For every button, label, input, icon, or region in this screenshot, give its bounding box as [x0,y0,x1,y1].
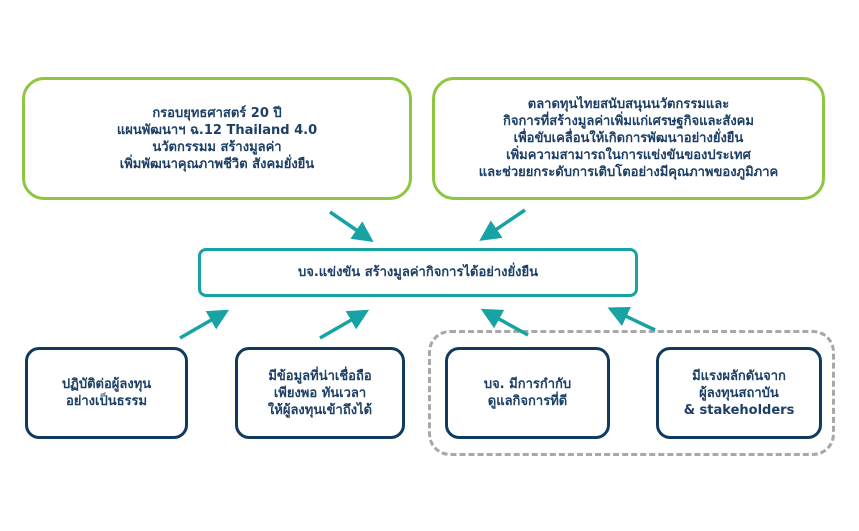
text-line: นวัตกรรมม สร้างมูลค่า [152,139,282,155]
external-pressure-group [428,330,835,456]
strategy-box: กรอบยุทธศาสตร์ 20 ปี แผนพัฒนาฯ ฉ.12 Thai… [22,77,412,200]
text-line: ปฏิบัติต่อผู้ลงทุน [61,377,152,392]
text-line: และช่วยยกระดับการเติบโตอย่างมีคุณภาพของภ… [478,165,779,180]
text-line: เพิ่มความสามารถในการแข่งขันของประเทศ [506,148,751,163]
arrow-top-left [329,210,374,242]
text-line: บจ. มีการกำกับ [483,377,572,392]
central-goal-text: บจ.แข่งขัน สร้างมูลค่ากิจการได้อย่างยั่ง… [298,265,538,280]
text-line: เพื่อขับเคลื่อนให้เกิดการพัฒนาอย่างยั่งย… [513,131,744,146]
arrow-bottom-2 [319,309,370,340]
arrow-bottom-1 [179,309,230,340]
fair-treatment-box: ปฏิบัติต่อผู้ลงทุน อย่างเป็นธรรม [25,347,188,439]
text-line: กรอบยุทธศาสตร์ 20 ปี [152,105,282,121]
text-line: ตลาดทุนไทยสนับสนุนนวัตกรรมและ [527,97,730,112]
text-line: ดูแลกิจการที่ดี [487,394,568,409]
text-line: & stakeholders [683,402,795,418]
central-goal-box: บจ.แข่งขัน สร้างมูลค่ากิจการได้อย่างยั่ง… [198,248,638,297]
text-line: เพิ่มพัฒนาคุณภาพชีวิต สังคมยั่งยืน [119,156,315,172]
text-line: ผู้ลงทุนสถาบัน [699,385,779,401]
text-line: แผนพัฒนาฯ ฉ.12 Thailand 4.0 [116,122,318,138]
disclosure-box: มีข้อมูลที่น่าเชื่อถือ เพียงพอ ทันเวลา ใ… [235,347,405,439]
text-line: เพียงพอ ทันเวลา [273,385,367,401]
text-line: ให้ผู้ลงทุนเข้าถึงได้ [267,402,373,418]
arrow-bottom-4 [607,307,656,332]
capital-market-box: ตลาดทุนไทยสนับสนุนนวัตกรรมและ กิจการที่ส… [432,77,825,200]
text-line: มีแรงผลักดันจาก [692,368,786,384]
governance-box: บจ. มีการกำกับ ดูแลกิจการที่ดี [445,347,610,439]
stakeholder-box: มีแรงผลักดันจาก ผู้ลงทุนสถาบัน & stakeho… [656,347,822,439]
text-line: อย่างเป็นธรรม [65,394,148,409]
text-line: กิจการที่สร้างมูลค่าเพิ่มแก่เศรษฐกิจและส… [503,114,754,129]
arrow-top-right [479,208,526,241]
text-line: มีข้อมูลที่น่าเชื่อถือ [268,368,372,384]
arrow-bottom-3 [480,308,529,337]
